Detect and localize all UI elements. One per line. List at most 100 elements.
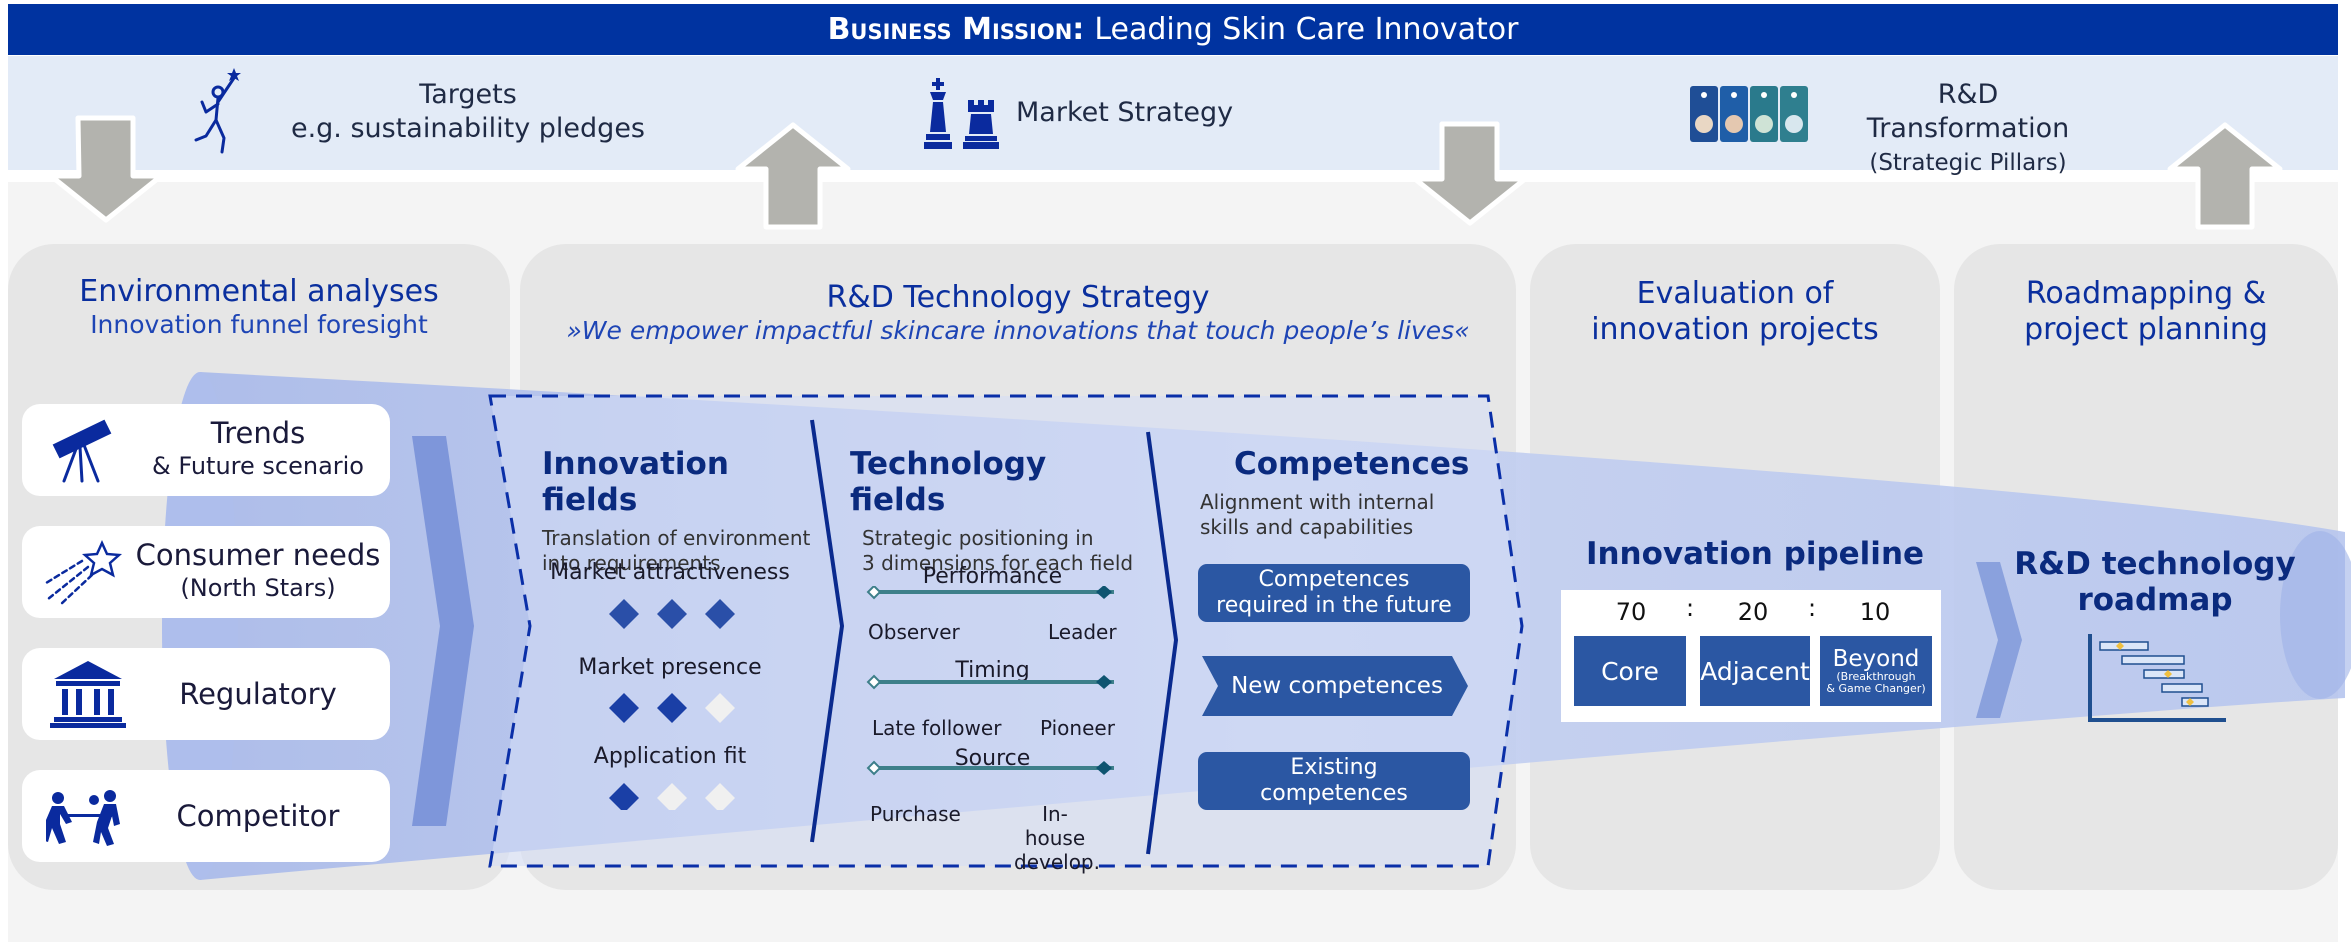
targets-title: Targets: [419, 79, 517, 110]
rating-diamond-filled: [705, 599, 735, 629]
rating-label-market-attractiveness: Market attractiveness: [550, 560, 790, 585]
strategy-header: R&D Technology Strategy »We empower impa…: [520, 280, 1516, 345]
rd-transformation-sub: (Strategic Pillars): [1869, 150, 2067, 176]
evaluation-title-1: Evaluation of: [1636, 276, 1834, 311]
targets-example: e.g. sustainability pledges: [290, 113, 646, 144]
new-competences-arrow: [1202, 656, 1468, 716]
shooting-star-icon: [44, 539, 123, 607]
competences-sub2: skills and capabilities: [1200, 515, 1414, 539]
rating-label-application-fit: Application fit: [593, 744, 747, 769]
card-regulatory-label: Regulatory: [179, 676, 337, 711]
roadmap-title-1: R&D technology: [2014, 546, 2296, 582]
existing-competences-1: Existing: [1290, 755, 1378, 780]
courthouse-icon: [50, 661, 126, 728]
card-competitor[interactable]: Competitor: [22, 770, 390, 862]
positioning-scales: [866, 586, 1114, 776]
innovation-fields-sub2: into requirements: [542, 551, 721, 575]
roadmapping-title-2: project planning: [2024, 312, 2268, 347]
scale-source-right-2: develop.: [1014, 850, 1100, 874]
rating-diamonds: [609, 599, 735, 810]
mission-banner: Business Mission: Leading Skin Care Inno…: [8, 4, 2338, 55]
competences-sub1: Alignment with internal: [1200, 490, 1435, 514]
top-band: [8, 56, 2338, 170]
scale-source-left: Purchase: [870, 802, 961, 826]
reaching-person-icon: [194, 68, 241, 154]
down-arrow-market: [1412, 121, 1528, 226]
rd-transformation-title: R&D Transformation: [1866, 79, 2070, 144]
up-arrow-transformation: [2167, 122, 2283, 230]
rating-diamond-filled: [609, 693, 639, 723]
roadmapping-header: Roadmapping & project planning: [1954, 276, 2338, 348]
up-arrow-strategy: [735, 122, 851, 230]
env-subtitle: Innovation funnel foresight: [90, 310, 428, 339]
technology-fields-title: Technology fields: [850, 446, 1047, 518]
roadmapping-title-1: Roadmapping &: [2025, 276, 2267, 311]
roadmap-title: R&D technology roadmap: [2010, 546, 2300, 618]
pipeline-core[interactable]: Core: [1574, 636, 1686, 706]
pipeline-beyond-sub1: (Breakthrough: [1836, 670, 1916, 683]
new-competences-label: New competences: [1231, 673, 1443, 699]
innovation-fields-column: Innovation fields Translation of environ…: [542, 446, 812, 576]
pipeline-title: Innovation pipeline: [1585, 536, 1925, 572]
chess-pieces-icon: [924, 78, 999, 149]
rating-diamond-empty: [657, 783, 687, 810]
tug-of-war-icon: [46, 790, 120, 846]
gantt-chart-icon: [2088, 634, 2226, 722]
scale-timing-line: [866, 674, 1114, 690]
rating-diamond-filled: [657, 599, 687, 629]
mission-text: Leading Skin Care Innovator: [1094, 12, 1519, 47]
rating-diamond-filled: [609, 783, 639, 810]
targets-label: Targets e.g. sustainability pledges: [268, 78, 668, 146]
ratio-core: 70: [1615, 598, 1647, 626]
competences-column: Competences Alignment with internal skil…: [1200, 446, 1480, 540]
strategy-quote: »We empower impactful skincare innovatio…: [566, 316, 1470, 345]
card-trends-text: Trends & Future scenario: [126, 417, 390, 483]
rating-diamond-filled: [657, 693, 687, 723]
card-regulatory[interactable]: Regulatory: [22, 648, 390, 740]
evaluation-title-2: innovation projects: [1591, 312, 1879, 347]
card-trends-sub: & Future scenario: [151, 452, 364, 480]
strategic-pillars-icon: [1690, 86, 1808, 142]
card-consumer-text: Consumer needs (North Stars): [126, 539, 390, 605]
card-competitor-label: Competitor: [176, 798, 340, 833]
competences-title: Competences: [1234, 446, 1470, 482]
telescope-icon: [52, 419, 112, 483]
pipeline-adjacent-label: Adjacent: [1700, 656, 1810, 686]
down-arrow-targets: [48, 115, 164, 223]
ratio-adjacent: 20: [1737, 598, 1769, 626]
card-consumer-needs[interactable]: Consumer needs (North Stars): [22, 526, 390, 618]
scale-timing-name: Timing: [955, 658, 1030, 683]
innovation-fields-title: Innovation fields: [542, 446, 729, 518]
scale-timing-right: Pioneer: [1040, 716, 1115, 740]
roadmap-title-2: roadmap: [2077, 582, 2233, 618]
scale-source-right: In-house develop.: [1014, 802, 1100, 874]
card-trends[interactable]: Trends & Future scenario: [22, 404, 390, 496]
pipeline-beyond[interactable]: Beyond (Breakthrough & Game Changer): [1820, 636, 1932, 706]
mission-label: Business Mission:: [827, 12, 1085, 47]
ratio-sep-2: :: [1808, 594, 1817, 622]
future-competences-box: Competences required in the future: [1198, 564, 1470, 622]
rating-diamond-filled: [609, 599, 639, 629]
env-header: Environmental analyses Innovation funnel…: [8, 274, 510, 339]
scale-performance-left: Observer: [868, 620, 960, 644]
scale-source-right-1: In-house: [1024, 802, 1086, 850]
technology-fields-sub2: 3 dimensions for each field: [862, 551, 1134, 575]
scale-source-line: [866, 760, 1114, 776]
env-title: Environmental analyses: [79, 274, 439, 309]
pipeline-core-label: Core: [1601, 656, 1659, 686]
future-competences-1: Competences: [1258, 567, 1410, 592]
technology-fields-sub1: Strategic positioning in: [862, 526, 1094, 550]
ratio-beyond: 10: [1859, 598, 1891, 626]
rd-transformation-label: R&D Transformation (Strategic Pillars): [1838, 78, 2098, 180]
rating-diamond-empty: [705, 693, 735, 723]
flow-arrows: [48, 115, 2283, 230]
technology-fields-column: Technology fields Strategic positioning …: [850, 446, 1150, 576]
future-competences-2: required in the future: [1216, 593, 1452, 618]
pipeline-adjacent[interactable]: Adjacent: [1700, 636, 1810, 706]
evaluation-header: Evaluation of innovation projects: [1530, 276, 1940, 348]
card-trends-label: Trends: [210, 416, 306, 450]
card-consumer-sub: (North Stars): [180, 574, 336, 602]
scale-timing-left: Late follower: [872, 716, 1002, 740]
market-strategy-label: Market Strategy: [1016, 97, 1234, 128]
